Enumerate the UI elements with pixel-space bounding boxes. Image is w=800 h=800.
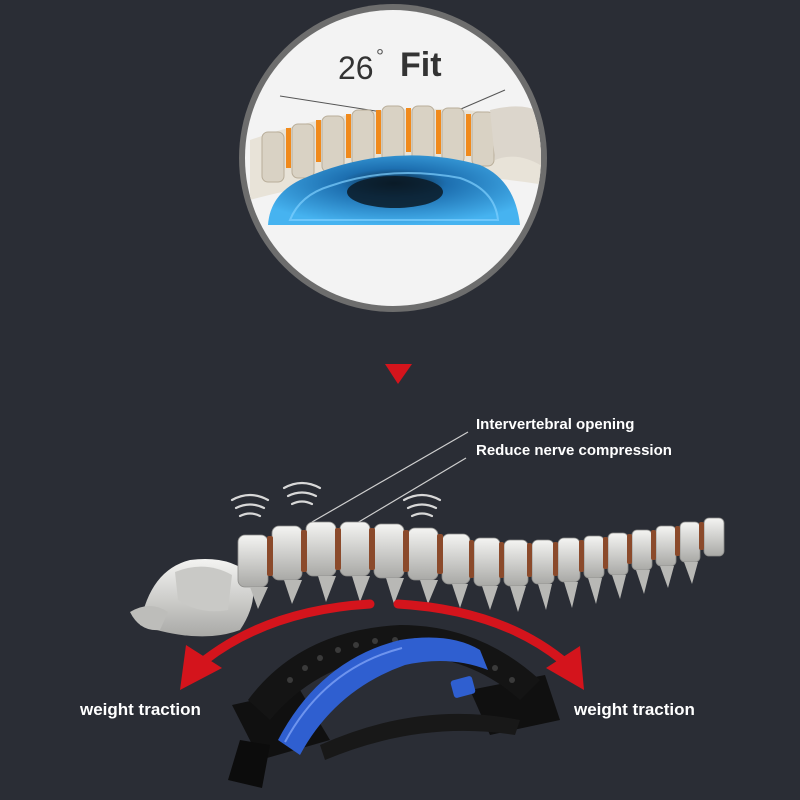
fit-angle-value: 26 [338,50,374,86]
left-arrowhead-icon [180,645,222,690]
traction-arrows [180,599,584,690]
right-arrowhead-icon [546,646,584,690]
callout-nerve: Reduce nerve compression [476,442,672,459]
back-stretcher-device [228,625,560,788]
inset-blue-arch [268,155,520,225]
vibration-icon [230,481,442,518]
callout-intervertebral: Intervertebral opening [476,416,635,433]
right-arrow-icon [393,599,567,665]
traction-label-right: weight traction [574,700,695,719]
down-arrow-icon [385,364,412,384]
spine-illustration [130,517,725,637]
callout-lines [311,431,469,527]
traction-label-left: weight traction [80,700,201,719]
fit-label: Fit [400,46,442,84]
zoom-inset [239,4,547,312]
degree-symbol: ° [376,46,384,68]
left-arrow-icon [200,599,375,665]
